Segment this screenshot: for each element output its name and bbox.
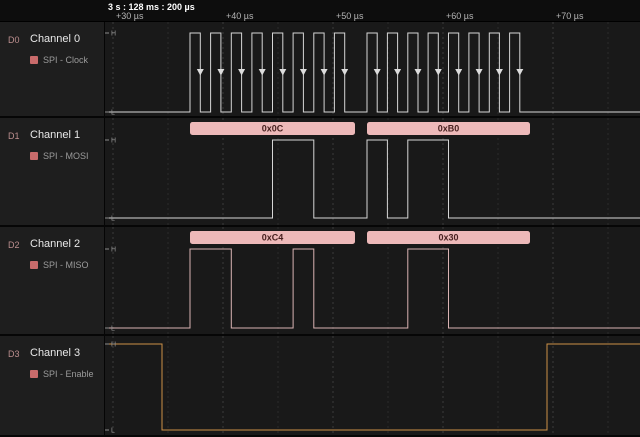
sample-point-arrow-icon (434, 69, 442, 76)
level-label: L (111, 428, 115, 435)
analyzer-name: SPI - MISO (43, 260, 89, 270)
level-label: H (111, 247, 116, 254)
time-marker-label: +30 µs (116, 11, 144, 21)
channel-digital-id: D1 (8, 131, 20, 141)
sample-point-arrow-icon (258, 69, 266, 76)
decoded-byte-badge: 0x0C (190, 122, 355, 135)
sample-point-arrow-icon (238, 69, 246, 76)
digital-trace (105, 32, 640, 113)
level-label: H (111, 31, 116, 38)
decoded-byte-value: 0xC4 (262, 233, 284, 243)
channel-digital-id: D3 (8, 349, 20, 359)
sample-point-arrow-icon (217, 69, 225, 76)
sample-point-arrow-icon (495, 69, 503, 76)
channel-sidebar: D0 Channel 0 SPI - Clock D1 Channel 1 SP… (0, 22, 105, 437)
sample-point-arrow-icon (475, 69, 483, 76)
sample-point-arrow-icon (341, 69, 349, 76)
channel-name: Channel 0 (30, 33, 81, 45)
sample-point-arrow-icon (373, 69, 381, 76)
waveform-canvas: H L 0xC4 0x30 (105, 227, 640, 334)
analyzer-color-icon (30, 56, 38, 64)
waveform-row-channel-1[interactable]: H L 0x0C 0xB0 (105, 118, 640, 227)
time-marker-label: +50 µs (336, 11, 364, 21)
channel-name: Channel 3 (30, 347, 81, 359)
channel-panel-0[interactable]: D0 Channel 0 SPI - Clock (0, 22, 105, 118)
time-marker-label: +70 µs (556, 11, 584, 21)
analyzer-color-icon (30, 152, 38, 160)
time-ruler[interactable]: 3 s : 128 ms : 200 µs +30 µs +40 µs +50 µs… (0, 0, 640, 22)
decoded-byte-value: 0xB0 (438, 124, 460, 134)
channel-panel-2[interactable]: D2 Channel 2 SPI - MISO (0, 227, 105, 336)
analyzer-name: SPI - Clock (43, 55, 89, 65)
level-label: L (111, 326, 115, 333)
digital-trace (105, 248, 640, 329)
decoded-byte-value: 0x30 (438, 233, 458, 243)
timeline-timestamp: 3 s : 128 ms : 200 µs (108, 2, 195, 12)
decoded-byte-badge: 0xC4 (190, 231, 355, 244)
decoded-byte-value: 0x0C (262, 124, 284, 134)
analyzer-label-row: SPI - MOSI (30, 151, 89, 161)
analyzer-name: SPI - Enable (43, 369, 94, 379)
waveform-canvas: HL (105, 336, 640, 435)
analyzer-color-icon (30, 261, 38, 269)
decoded-byte-badge: 0xB0 (367, 122, 530, 135)
sample-point-arrow-icon (414, 69, 422, 76)
sample-point-arrow-icon (320, 69, 328, 76)
waveform-canvas: HL (105, 22, 640, 116)
analyzer-name: SPI - MOSI (43, 151, 89, 161)
waveform-row-channel-2[interactable]: H L 0xC4 0x30 (105, 227, 640, 336)
channel-digital-id: D0 (8, 35, 20, 45)
sample-point-arrow-icon (516, 69, 524, 76)
decoded-byte-badge: 0x30 (367, 231, 530, 244)
analyzer-label-row: SPI - Clock (30, 55, 88, 65)
time-marker-label: +40 µs (226, 11, 254, 21)
channel-name: Channel 1 (30, 129, 81, 141)
digital-trace (105, 139, 640, 219)
level-label: L (111, 216, 115, 223)
level-label: H (111, 342, 116, 349)
channel-digital-id: D2 (8, 240, 20, 250)
sample-point-arrow-icon (394, 69, 402, 76)
sample-point-arrow-icon (196, 69, 204, 76)
level-label: L (111, 110, 115, 117)
sample-point-arrow-icon (279, 69, 287, 76)
channel-name: Channel 2 (30, 238, 81, 250)
digital-trace (105, 343, 640, 431)
level-label: H (111, 138, 116, 145)
sample-point-arrow-icon (455, 69, 463, 76)
analyzer-color-icon (30, 370, 38, 378)
analyzer-label-row: SPI - MISO (30, 260, 89, 270)
time-marker-label: +60 µs (446, 11, 474, 21)
channel-panel-1[interactable]: D1 Channel 1 SPI - MOSI (0, 118, 105, 227)
waveform-canvas: H L 0x0C 0xB0 (105, 118, 640, 225)
analyzer-label-row: SPI - Enable (30, 369, 94, 379)
channel-panel-3[interactable]: D3 Channel 3 SPI - Enable (0, 336, 105, 437)
sample-point-arrow-icon (299, 69, 307, 76)
